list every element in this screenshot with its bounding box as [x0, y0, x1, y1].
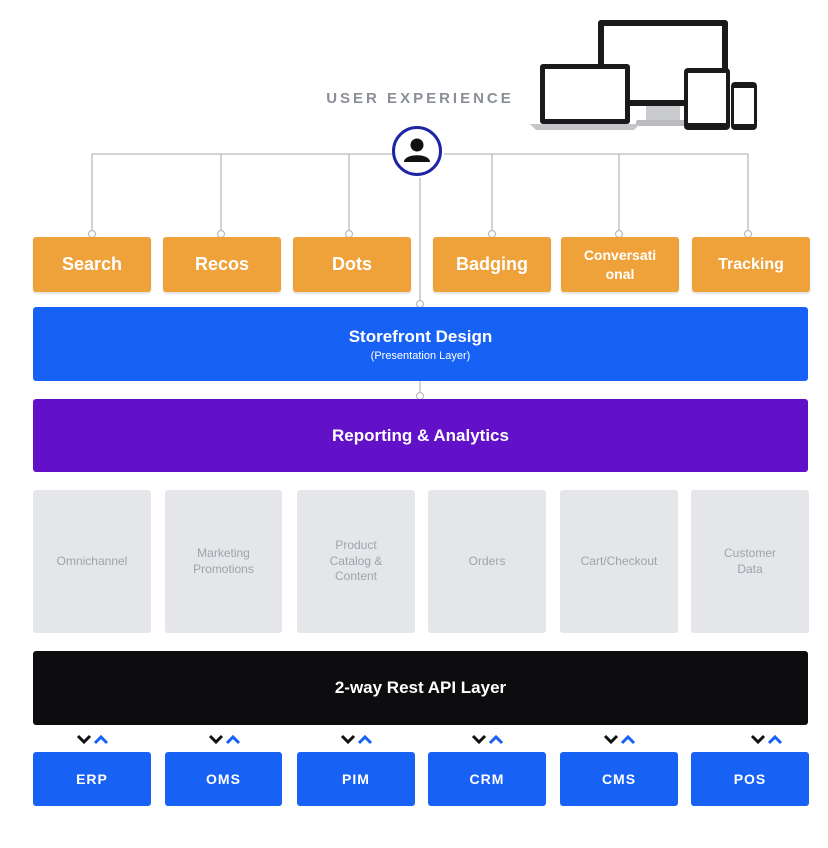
module-orders: Orders [428, 490, 546, 633]
connector-lines [87, 153, 753, 401]
reporting-analytics-layer: Reporting & Analytics [33, 399, 808, 472]
sync-arrows-icon [208, 734, 241, 745]
module-conversational[interactable]: Conversati onal [561, 237, 679, 292]
module-product-catalog: Product Catalog & Content [297, 490, 415, 633]
module-badging[interactable]: Badging [433, 237, 551, 292]
module-search[interactable]: Search [33, 237, 151, 292]
system-oms[interactable]: OMS [165, 752, 282, 806]
system-cms[interactable]: CMS [560, 752, 678, 806]
module-recos[interactable]: Recos [163, 237, 281, 292]
system-erp[interactable]: ERP [33, 752, 151, 806]
module-marketing-promotions: Marketing Promotions [165, 490, 282, 633]
module-omnichannel: Omnichannel [33, 490, 151, 633]
module-cart-checkout: Cart/Checkout [560, 490, 678, 633]
storefront-title: Storefront Design [348, 326, 493, 346]
module-dots[interactable]: Dots [293, 237, 411, 292]
user-avatar [392, 126, 442, 176]
sync-arrows-icon [750, 734, 783, 745]
sync-arrows-icon [76, 734, 109, 745]
user-icon [404, 138, 430, 162]
system-pos[interactable]: POS [691, 752, 809, 806]
reporting-title: Reporting & Analytics [332, 425, 509, 445]
module-tracking[interactable]: Tracking [692, 237, 810, 292]
sync-arrows-icon [471, 734, 504, 745]
system-pim[interactable]: PIM [297, 752, 415, 806]
sync-arrows-icon [340, 734, 373, 745]
storefront-subtitle: (Presentation Layer) [370, 349, 471, 362]
devices-icon [530, 20, 757, 130]
api-title: 2-way Rest API Layer [334, 678, 507, 697]
system-crm[interactable]: CRM [428, 752, 546, 806]
module-customer-data: Customer Data [691, 490, 809, 633]
user-experience-title: USER EXPERIENCE [326, 90, 514, 107]
storefront-design-layer: Storefront Design (Presentation Layer) [33, 307, 808, 381]
sync-arrows-icon [603, 734, 636, 745]
rest-api-layer: 2-way Rest API Layer [33, 651, 808, 725]
